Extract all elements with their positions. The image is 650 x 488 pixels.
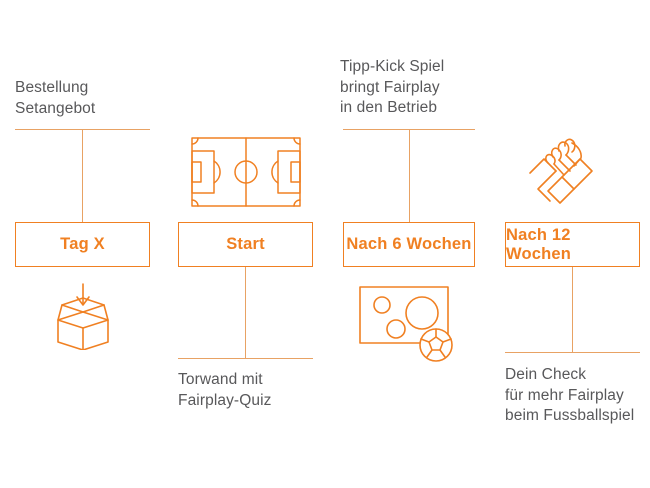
handshake-icon <box>518 133 602 217</box>
open-box-with-down-arrow-icon <box>42 282 124 350</box>
milestone-box-nach-6-wochen[interactable]: Nach 6 Wochen <box>343 222 475 267</box>
caption-tipp-kick-spiel: Tipp-Kick Spiel bringt Fairplay in den B… <box>340 58 445 116</box>
connector-vline-col2-bottom <box>245 267 246 358</box>
milestone-box-tag-x[interactable]: Tag X <box>15 222 150 267</box>
milestone-box-nach-12-wochen[interactable]: Nach 12 Wochen <box>505 222 640 267</box>
soccer-pitch-icon <box>190 136 302 208</box>
connector-rule-col4 <box>505 352 640 353</box>
caption-bestellung-setangebot: Bestellung Setangebot <box>15 79 96 117</box>
caption-torwand-fairplay-quiz: Torwand mit Fairplay-Quiz <box>178 371 272 409</box>
connector-vline-col1-top <box>82 129 83 222</box>
connector-vline-col4-bottom <box>572 267 573 352</box>
caption-dein-check-fairplay: Dein Check für mehr Fairplay beim Fussba… <box>505 366 635 424</box>
torwand-shooting-wall-with-ball-icon <box>358 285 464 363</box>
milestone-box-start[interactable]: Start <box>178 222 313 267</box>
connector-rule-col2 <box>178 358 313 359</box>
connector-vline-col3-top <box>409 129 410 222</box>
